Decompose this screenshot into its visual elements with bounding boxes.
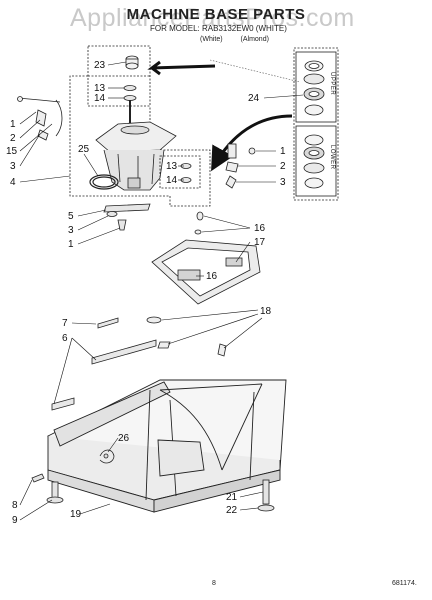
lower-bearing-stack — [303, 134, 325, 189]
transmission-assembly — [95, 100, 177, 191]
callout-3-mid: 3 — [68, 225, 74, 236]
brackets-6-7 — [51, 317, 157, 411]
upper-bearing-stack — [303, 60, 325, 116]
callout-labels: 23 13 14 24 1 2 15 3 4 25 13 14 1 2 3 5 … — [6, 60, 286, 526]
callout-15: 15 — [6, 146, 18, 157]
upper-label: UPPER — [329, 72, 335, 95]
callout-16-top: 16 — [254, 223, 266, 234]
callout-23: 23 — [94, 60, 106, 71]
bearing-box-24 — [293, 47, 339, 201]
callout-3-left: 3 — [10, 161, 16, 172]
callout-16-inner: 16 — [206, 271, 218, 282]
lower-label: LOWER — [329, 145, 335, 170]
callout-8: 8 — [12, 500, 18, 511]
callout-14-pulley: 14 — [166, 175, 178, 186]
clamp-26 — [99, 449, 115, 464]
callout-3-right: 3 — [280, 177, 286, 188]
tub-support-17 — [151, 239, 261, 305]
pulley-detail-13-14 — [159, 155, 201, 189]
gearcase-outline — [69, 75, 211, 207]
page-number: 8 — [212, 580, 216, 587]
callout-24: 24 — [248, 93, 260, 104]
feet-left-8-9 — [31, 473, 64, 504]
callout-26: 26 — [118, 433, 130, 444]
color-variants: (White) (Almond) — [200, 36, 285, 43]
pointer-arrow-curved — [211, 114, 293, 172]
callout-1-mid: 1 — [68, 239, 74, 250]
callout-6: 6 — [62, 333, 68, 344]
callout-14-top: 14 — [94, 93, 106, 104]
machine-base-19 — [47, 379, 287, 513]
variant-white: (White) — [200, 36, 223, 43]
spring-clips-16 — [194, 211, 204, 235]
callout-4: 4 — [10, 177, 16, 188]
pointer-arrow-upper — [147, 60, 216, 76]
dotted-leader-24 — [209, 59, 301, 83]
callout-18: 18 — [260, 306, 272, 317]
leader-lines — [19, 61, 304, 521]
callout-22: 22 — [226, 505, 238, 516]
cap-part-23 — [125, 55, 139, 70]
callout-25: 25 — [78, 144, 90, 155]
drive-belt-25 — [89, 174, 119, 190]
callout-1-right: 1 — [280, 146, 286, 157]
callout-21: 21 — [226, 492, 238, 503]
clip-group-right — [225, 143, 256, 189]
callout-7: 7 — [62, 318, 68, 329]
diagram-title: MACHINE BASE PARTS — [126, 6, 306, 23]
callout-2-right: 2 — [280, 161, 286, 172]
callout-1-left: 1 — [10, 119, 16, 130]
variant-almond: (Almond) — [240, 36, 269, 43]
clips-18 — [146, 316, 227, 357]
document-code: 681174. — [392, 580, 417, 587]
hose-clamp-group-left — [17, 96, 63, 141]
callout-13-pulley: 13 — [166, 161, 178, 172]
callout-17: 17 — [254, 237, 266, 248]
watermark: AppliancePartsPros.com — [70, 4, 355, 32]
callout-19: 19 — [70, 509, 82, 520]
bushing-part-13-14 — [123, 85, 137, 101]
callout-13-top: 13 — [94, 83, 106, 94]
callout-9: 9 — [12, 515, 18, 526]
callout-5: 5 — [68, 211, 74, 222]
callout-2-left: 2 — [10, 133, 16, 144]
fastener-group-5-3-1 — [103, 203, 151, 231]
diagram-subtitle: FOR MODEL: RAB3132EW0 (WHITE) — [150, 24, 287, 33]
